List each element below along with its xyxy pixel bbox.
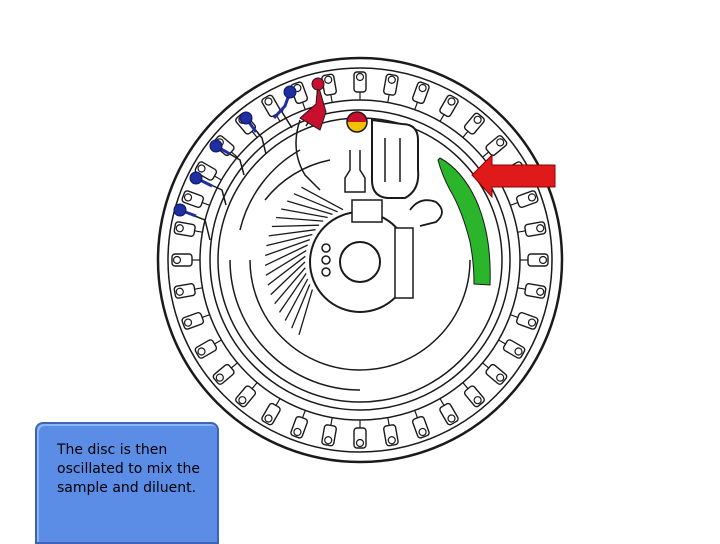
caption-box — [35, 422, 219, 544]
metering-channel — [344, 150, 366, 193]
hub-pin-3 — [321, 267, 331, 277]
siphon-block — [351, 199, 383, 223]
caption-text: The disc is then oscillated to mix the s… — [57, 442, 200, 496]
blue-port-dot — [209, 139, 223, 153]
cuvette — [383, 417, 399, 447]
mixing-rib — [284, 278, 309, 321]
cuvette — [194, 161, 222, 181]
mixing-rib — [266, 233, 313, 247]
sample-chamber — [371, 118, 420, 199]
cuvette — [462, 112, 485, 138]
cuvette — [194, 339, 222, 359]
cuvette-ring — [171, 71, 549, 449]
cuvette — [353, 420, 367, 449]
cuvette — [498, 339, 526, 359]
cuvette — [411, 410, 430, 439]
cuvette — [261, 398, 281, 426]
red-pointer-arrow — [471, 153, 556, 199]
inner-chamber-arc-1 — [239, 149, 301, 231]
mixing-rib — [276, 216, 324, 222]
cuvette — [482, 362, 508, 385]
green-mixing-region — [437, 157, 491, 286]
cuvette — [439, 94, 459, 122]
inner-chamber-arc-4 — [359, 259, 471, 371]
cuvette — [235, 382, 258, 408]
cuvette — [212, 362, 238, 385]
red-channel-fill — [299, 83, 327, 131]
blue-port-dot — [283, 85, 297, 99]
cuvette — [181, 190, 210, 209]
cuvette — [510, 311, 539, 330]
blue-port-dot — [173, 203, 187, 217]
red-yellow-port-dot — [346, 111, 368, 133]
cuvette — [517, 283, 547, 299]
mixing-rib — [265, 250, 307, 276]
right-siphon — [409, 199, 443, 227]
cuvette — [321, 417, 337, 447]
inner-chamber-arc-5 — [264, 159, 331, 201]
cuvette — [510, 190, 539, 209]
disc-inner-rim — [167, 67, 553, 453]
mixing-rib — [301, 186, 344, 211]
distribution-channel-outer — [209, 109, 511, 411]
hub-pin-2 — [321, 255, 331, 265]
hub-flat — [394, 227, 414, 299]
mixing-rib — [291, 284, 311, 329]
inner-chamber-arc-2 — [229, 259, 361, 391]
diluent-chamber — [384, 138, 401, 182]
mixing-rib — [287, 200, 333, 216]
cuvette — [173, 283, 203, 299]
mixing-rib — [274, 267, 306, 305]
mixing-rib — [293, 193, 338, 213]
cuvette — [520, 253, 549, 267]
inner-chamber-arc-3 — [249, 259, 361, 371]
cuvette — [462, 382, 485, 408]
cuvette-inner-boundary — [199, 99, 521, 421]
mixing-rib — [264, 238, 311, 257]
mixing-rib — [271, 224, 320, 228]
cuvette — [171, 253, 200, 267]
mixing-rib — [267, 255, 306, 286]
cuvette — [353, 71, 367, 100]
mixing-rib — [270, 261, 306, 296]
mixing-chamber-ribs — [264, 186, 344, 335]
cuvette — [383, 73, 399, 103]
blue-port-dot — [189, 171, 203, 185]
cuvette — [439, 398, 459, 426]
cuvette — [181, 311, 210, 330]
mixing-rib — [264, 244, 308, 266]
mixing-rib — [281, 208, 328, 219]
hub-center-hole — [339, 241, 381, 283]
cuvette — [290, 410, 309, 439]
cuvette — [173, 221, 203, 237]
cuvette — [482, 135, 508, 158]
left-channel-arc — [295, 119, 321, 191]
cuvette — [517, 221, 547, 237]
mixing-rib — [298, 289, 314, 335]
blue-port-dot — [239, 111, 253, 125]
mixing-rib — [268, 229, 316, 237]
red-port-dot — [311, 77, 325, 91]
mixing-rib — [278, 273, 307, 313]
hub-pin-1 — [321, 243, 331, 253]
cuvette — [411, 81, 430, 110]
